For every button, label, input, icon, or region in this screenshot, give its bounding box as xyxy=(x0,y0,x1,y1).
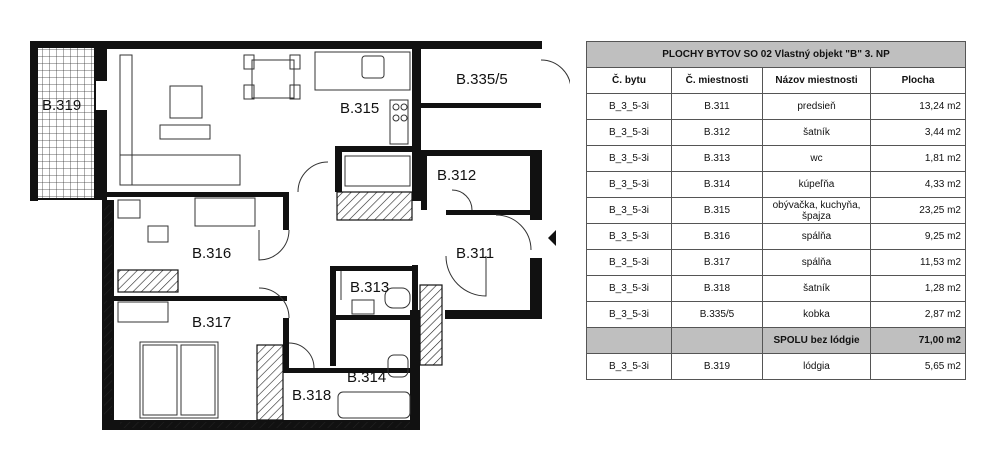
room-label-b313: B.313 xyxy=(350,279,389,296)
total-area: 71,00 m2 xyxy=(870,327,966,354)
cell-room: B.318 xyxy=(671,275,763,302)
cell-area: 23,25 m2 xyxy=(870,197,966,224)
room-label-b312: B.312 xyxy=(437,167,476,184)
loggia xyxy=(30,41,110,201)
cell-room: B.315 xyxy=(671,197,763,224)
total-empty-cell xyxy=(586,327,672,354)
table-row: B_3_5-3i B.313 wc 1,81 m2 xyxy=(586,145,966,172)
cell-name: lódgia xyxy=(762,353,871,380)
cell-area: 3,44 m2 xyxy=(870,119,966,146)
cell-apartment: B_3_5-3i xyxy=(586,223,672,250)
table-title-row: PLOCHY BYTOV SO 02 Vlastný objekt "B" 3.… xyxy=(586,41,966,68)
cell-area: 2,87 m2 xyxy=(870,301,966,328)
cell-name-line2: špajza xyxy=(802,210,831,222)
table-row: B_3_5-3i B.318 šatník 1,28 m2 xyxy=(586,275,966,302)
wall-hatching xyxy=(104,205,410,428)
cell-name: kobka xyxy=(762,301,871,328)
room-label-b314: B.314 xyxy=(347,369,386,386)
cell-apartment: B_3_5-3i xyxy=(586,171,672,198)
cell-name: kúpeľňa xyxy=(762,171,871,198)
header-area: Plocha xyxy=(870,67,966,94)
entrance-arrow xyxy=(548,230,556,246)
cell-room: B.313 xyxy=(671,145,763,172)
cell-name-line1: obývačka, kuchyňa, xyxy=(772,199,861,211)
header-room-number: Č. miestnosti xyxy=(671,67,763,94)
floor-plan: B.319 B.315 B.335/5 B.312 B.316 B.311 B.… xyxy=(30,41,570,430)
room-label-b316: B.316 xyxy=(192,245,231,262)
table-row: B_3_5-3i B.311 predsieň 13,24 m2 xyxy=(586,93,966,120)
cell-name: spálňa xyxy=(762,223,871,250)
table-row: B_3_5-3i B.315 obývačka, kuchyňa, špajza… xyxy=(586,197,966,224)
cell-room: B.317 xyxy=(671,249,763,276)
table-row: B_3_5-3i B.335/5 kobka 2,87 m2 xyxy=(586,301,966,328)
table-row: B_3_5-3i B.316 spálňa 9,25 m2 xyxy=(586,223,966,250)
cell-apartment: B_3_5-3i xyxy=(586,145,672,172)
cell-apartment: B_3_5-3i xyxy=(586,249,672,276)
cell-apartment: B_3_5-3i xyxy=(586,353,672,380)
room-area-table: PLOCHY BYTOV SO 02 Vlastný objekt "B" 3.… xyxy=(586,41,966,380)
total-label: SPOLU bez lódgie xyxy=(762,327,871,354)
cell-area: 1,28 m2 xyxy=(870,275,966,302)
table-row-loggia: B_3_5-3i B.319 lódgia 5,65 m2 xyxy=(586,353,966,380)
table-row: B_3_5-3i B.317 spálňa 11,53 m2 xyxy=(586,249,966,276)
room-label-b319: B.319 xyxy=(42,97,81,114)
cell-area: 1,81 m2 xyxy=(870,145,966,172)
cell-name: šatník xyxy=(762,275,871,302)
cell-room: B.316 xyxy=(671,223,763,250)
cell-apartment: B_3_5-3i xyxy=(586,119,672,146)
room-label-b315: B.315 xyxy=(340,100,379,117)
table-row: B_3_5-3i B.312 šatník 3,44 m2 xyxy=(586,119,966,146)
room-label-b318: B.318 xyxy=(292,387,331,404)
header-apartment-number: Č. bytu xyxy=(586,67,672,94)
cell-room: B.335/5 xyxy=(671,301,763,328)
table-header-row: Č. bytu Č. miestnosti Názov miestnosti P… xyxy=(586,67,966,94)
table-total-row: SPOLU bez lódgie 71,00 m2 xyxy=(586,327,966,354)
cell-room: B.314 xyxy=(671,171,763,198)
cell-name: predsieň xyxy=(762,93,871,120)
cell-area: 5,65 m2 xyxy=(870,353,966,380)
cell-area: 4,33 m2 xyxy=(870,171,966,198)
cell-area: 13,24 m2 xyxy=(870,93,966,120)
cell-area: 9,25 m2 xyxy=(870,223,966,250)
cell-apartment: B_3_5-3i xyxy=(586,197,672,224)
cell-room: B.319 xyxy=(671,353,763,380)
cell-apartment: B_3_5-3i xyxy=(586,93,672,120)
cell-apartment: B_3_5-3i xyxy=(586,301,672,328)
cell-area: 11,53 m2 xyxy=(870,249,966,276)
cell-name: obývačka, kuchyňa, špajza xyxy=(762,197,871,224)
room-labels: B.319 B.315 B.335/5 B.312 B.316 B.311 B.… xyxy=(42,71,508,404)
cell-apartment: B_3_5-3i xyxy=(586,275,672,302)
table-title: PLOCHY BYTOV SO 02 Vlastný objekt "B" 3.… xyxy=(586,41,966,68)
doors xyxy=(258,59,570,369)
header-room-name: Názov miestnosti xyxy=(762,67,871,94)
room-label-b311: B.311 xyxy=(456,245,494,262)
cell-room: B.312 xyxy=(671,119,763,146)
cell-name: šatník xyxy=(762,119,871,146)
wardrobes xyxy=(117,191,443,421)
furniture xyxy=(117,51,411,419)
interior-walls xyxy=(107,41,541,373)
cell-name: wc xyxy=(762,145,871,172)
cell-room: B.311 xyxy=(671,93,763,120)
table-row: B_3_5-3i B.314 kúpeľňa 4,33 m2 xyxy=(586,171,966,198)
room-label-b335-5: B.335/5 xyxy=(456,71,508,88)
cell-name: spálňa xyxy=(762,249,871,276)
room-label-b317: B.317 xyxy=(192,314,231,331)
total-empty-cell xyxy=(671,327,763,354)
